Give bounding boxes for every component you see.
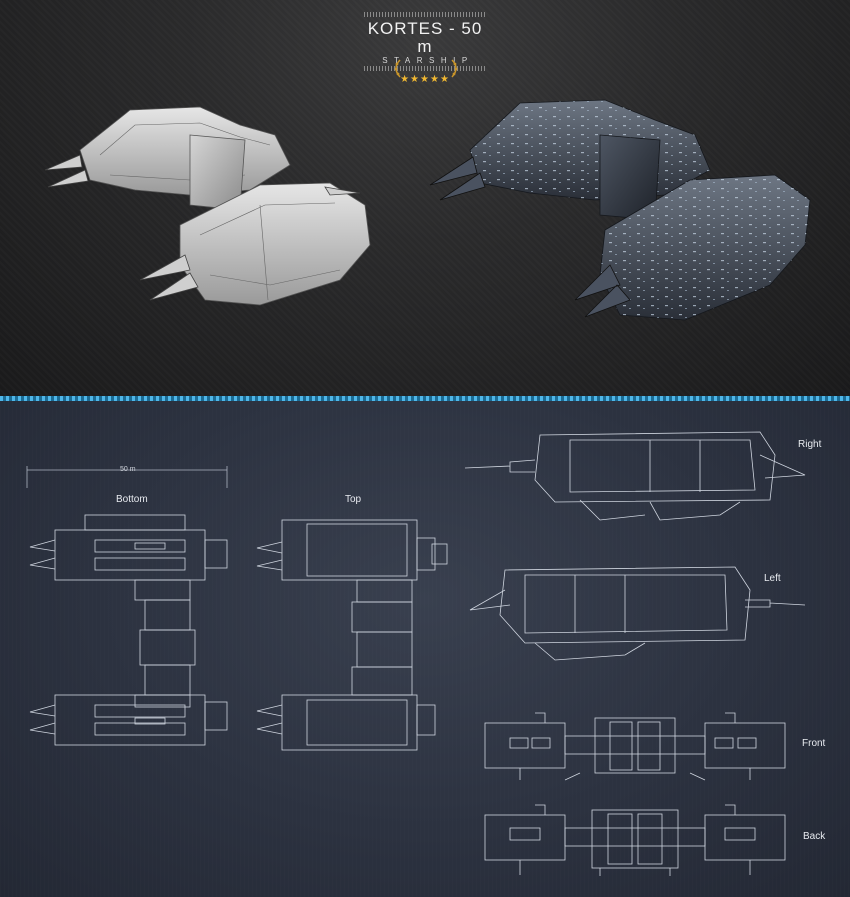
scale-bar <box>26 466 228 488</box>
panel-divider <box>0 396 850 401</box>
blueprint-panel <box>0 401 850 897</box>
left-view-blueprint <box>469 566 806 661</box>
rating-stars: ★★★★★ <box>400 74 450 85</box>
view-label-bottom: Bottom <box>116 494 148 505</box>
back-view-blueprint <box>484 804 786 876</box>
view-label-right: Right <box>798 439 822 450</box>
title-rule-bottom <box>364 66 486 71</box>
laurel-icon <box>394 59 458 78</box>
view-label-top: Top <box>345 494 362 505</box>
view-label-left: Left <box>764 573 781 584</box>
top-view-blueprint <box>256 519 448 751</box>
view-label-back: Back <box>803 831 826 842</box>
front-view-blueprint <box>484 712 786 781</box>
title-block: KORTES - 50 m STARSHIP ★★★★★ <box>360 12 490 86</box>
view-label-front: Front <box>802 738 826 749</box>
page-subtitle: STARSHIP <box>382 56 474 65</box>
bottom-view-blueprint <box>29 514 228 746</box>
textured-render-image <box>429 99 811 321</box>
right-view-blueprint <box>464 431 806 521</box>
clay-render-image <box>44 106 371 306</box>
page-title: KORTES - 50 m <box>367 19 483 56</box>
scale-label: 50 m <box>120 466 136 473</box>
title-rule-top <box>364 12 486 17</box>
